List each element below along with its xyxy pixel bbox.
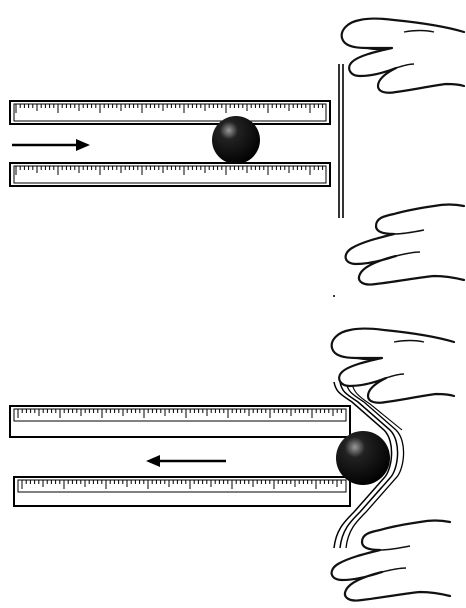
arrow-right <box>12 139 90 151</box>
speck <box>333 295 335 297</box>
arrow-left <box>146 455 226 467</box>
top-ruler-upper <box>10 101 330 124</box>
bottom-ruler-upper <box>10 406 350 437</box>
ball <box>212 116 260 164</box>
hand-top-upper <box>342 19 464 93</box>
panel-before-impact <box>10 19 464 285</box>
panel-after-impact <box>10 329 454 601</box>
ball <box>336 431 390 485</box>
bottom-ruler-lower <box>14 477 350 506</box>
hand-top-lower <box>346 205 464 285</box>
top-ruler-lower <box>10 163 330 186</box>
rubber-band-straight <box>339 64 343 218</box>
